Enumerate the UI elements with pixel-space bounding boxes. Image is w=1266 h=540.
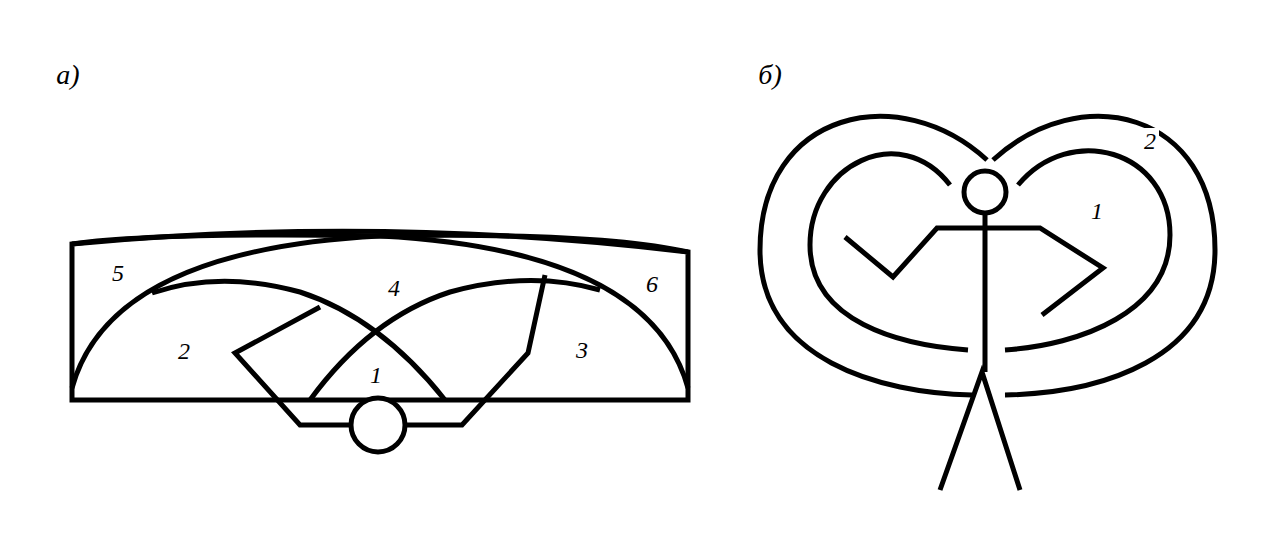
zone-number: 6	[643, 271, 661, 297]
zone-outline	[72, 231, 688, 400]
legs	[940, 372, 1020, 490]
zone-number: 2	[175, 338, 193, 364]
zone-arc	[1005, 151, 1170, 350]
arms	[845, 228, 1103, 315]
panel-label: а)	[53, 60, 82, 90]
zone-number: 3	[573, 337, 591, 363]
zone-number: 5	[109, 260, 127, 286]
zone-number: 2	[1141, 128, 1159, 154]
zone-arc	[310, 280, 600, 400]
head	[964, 171, 1006, 213]
zone-number: 4	[385, 275, 403, 301]
zone-arc	[760, 116, 987, 395]
right-arm	[405, 275, 545, 425]
zone-arc	[72, 235, 688, 388]
left-arm	[235, 307, 352, 425]
zone-number: 1	[367, 362, 385, 388]
panel-label: б)	[755, 60, 784, 90]
zone-arc	[810, 154, 968, 350]
head	[351, 398, 405, 452]
zone-arc	[72, 235, 688, 388]
zone-arc	[993, 116, 1215, 395]
zone-number: 1	[1088, 198, 1106, 224]
body	[983, 213, 988, 372]
